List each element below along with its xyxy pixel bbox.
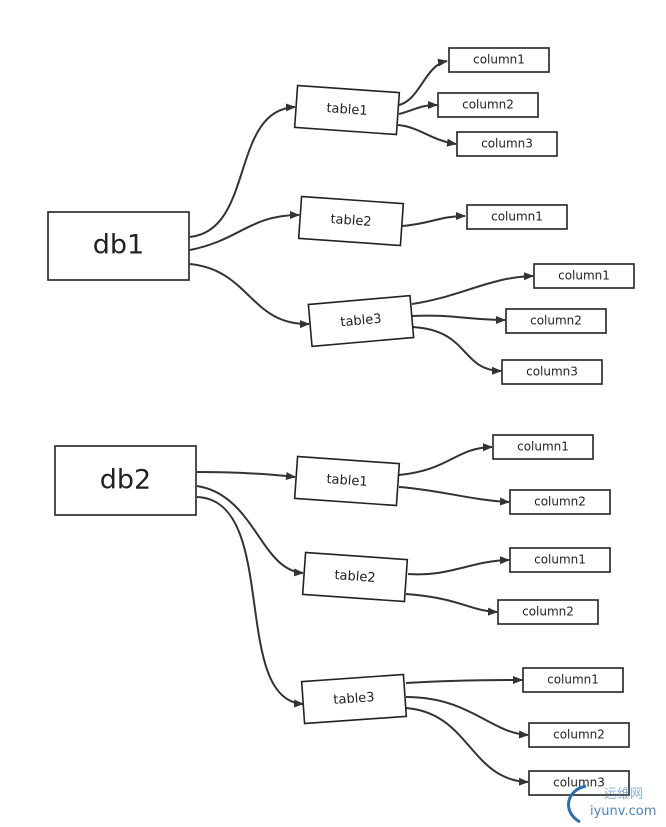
column-label: column3	[553, 776, 605, 790]
column-node[interactable]: column3	[456, 131, 558, 157]
watermark-text-top: 运维网	[604, 787, 643, 802]
column-label: column2	[462, 98, 514, 112]
column-node[interactable]: column2	[437, 92, 539, 118]
table-node[interactable]: table3	[307, 294, 415, 348]
column-node[interactable]: column2	[505, 308, 607, 334]
column-label: column2	[553, 728, 605, 742]
column-node[interactable]: column1	[492, 434, 594, 460]
column-node[interactable]: column2	[509, 489, 611, 515]
db-label: db1	[93, 230, 144, 261]
column-node[interactable]: column1	[466, 204, 568, 230]
table-node[interactable]: table2	[301, 551, 409, 603]
column-label: column2	[530, 314, 582, 328]
column-label: column2	[522, 605, 574, 619]
table-label: table1	[326, 472, 368, 490]
watermark-swoosh-icon	[567, 784, 587, 824]
table-node[interactable]: table1	[293, 84, 401, 136]
column-node[interactable]: column1	[448, 47, 550, 73]
watermark: 运维网 iyunv.com	[567, 784, 656, 824]
table-node[interactable]: table3	[300, 673, 408, 725]
column-label: column1	[534, 553, 586, 567]
column-label: column1	[558, 269, 610, 283]
column-node[interactable]: column2	[497, 599, 599, 625]
watermark-text-bottom: iyunv.com	[590, 804, 656, 819]
table-node[interactable]: table1	[293, 455, 401, 507]
column-node[interactable]: column1	[533, 263, 635, 289]
column-label: column1	[517, 440, 569, 454]
column-node[interactable]: column3	[528, 770, 630, 796]
column-node[interactable]: column1	[522, 667, 624, 693]
db-label: db2	[100, 465, 151, 496]
column-node[interactable]: column2	[528, 722, 630, 748]
db-node[interactable]: db1	[47, 211, 190, 281]
column-label: column3	[526, 365, 578, 379]
table-label: table1	[326, 101, 368, 119]
db-node[interactable]: db2	[54, 445, 197, 516]
column-label: column1	[547, 673, 599, 687]
edges-db1	[189, 58, 534, 375]
column-label: column1	[473, 53, 525, 67]
table-node[interactable]: table2	[297, 195, 405, 247]
table-label: table2	[334, 568, 376, 586]
column-label: column2	[534, 495, 586, 509]
column-node[interactable]: column3	[501, 359, 603, 385]
column-label: column1	[491, 210, 543, 224]
column-node[interactable]: column1	[509, 547, 611, 573]
column-label: column3	[481, 137, 533, 151]
table-label: table2	[330, 212, 372, 230]
edges-db2	[196, 443, 529, 786]
table-label: table3	[333, 690, 375, 708]
table-label: table3	[340, 312, 382, 331]
